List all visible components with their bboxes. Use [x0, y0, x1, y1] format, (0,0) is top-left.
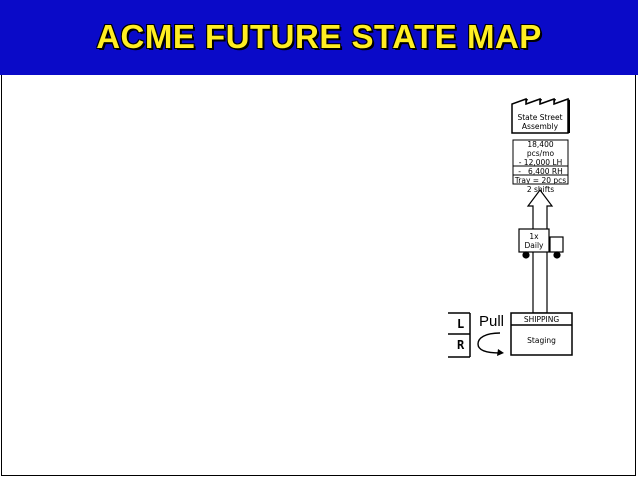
kanban-left-label: L — [457, 317, 465, 331]
customer-name-line1: State Street — [517, 113, 563, 122]
customer-name-line2: Assembly — [521, 122, 559, 131]
kanban-right-label: R — [457, 338, 465, 352]
customer-name: State Street Assembly — [512, 113, 568, 131]
pull-label: Pull — [479, 313, 505, 330]
truck-icon — [518, 228, 564, 259]
pull-arrowhead-icon — [497, 349, 504, 356]
customer-data-text: 18,400 pcs/mo - 12,000 LH - 6,400 RH Tra… — [513, 140, 568, 194]
truck-label: 1x Daily — [519, 232, 549, 250]
customer-data-box — [512, 139, 569, 185]
truck-frequency: 1x — [529, 232, 539, 241]
shipping-process-box — [510, 312, 573, 356]
pull-arrow-icon — [477, 332, 501, 354]
truck-schedule: Daily — [524, 241, 544, 250]
demand-lh: - 12,000 LH — [518, 158, 563, 167]
shipping-header: SHIPPING — [523, 315, 560, 324]
title-bar — [0, 0, 638, 75]
slide-title: ACME FUTURE STATE MAP — [96, 18, 542, 55]
slide-frame — [1, 75, 636, 476]
shifts: 2 shifts — [526, 185, 555, 194]
kanban-post-icon — [448, 312, 471, 358]
tray-size: Tray = 20 pcs — [514, 176, 567, 185]
demand-total: 18,400 pcs/mo — [526, 140, 555, 158]
shipping-staging: Staging — [527, 336, 556, 345]
demand-rh: - 6,400 RH — [518, 167, 563, 176]
